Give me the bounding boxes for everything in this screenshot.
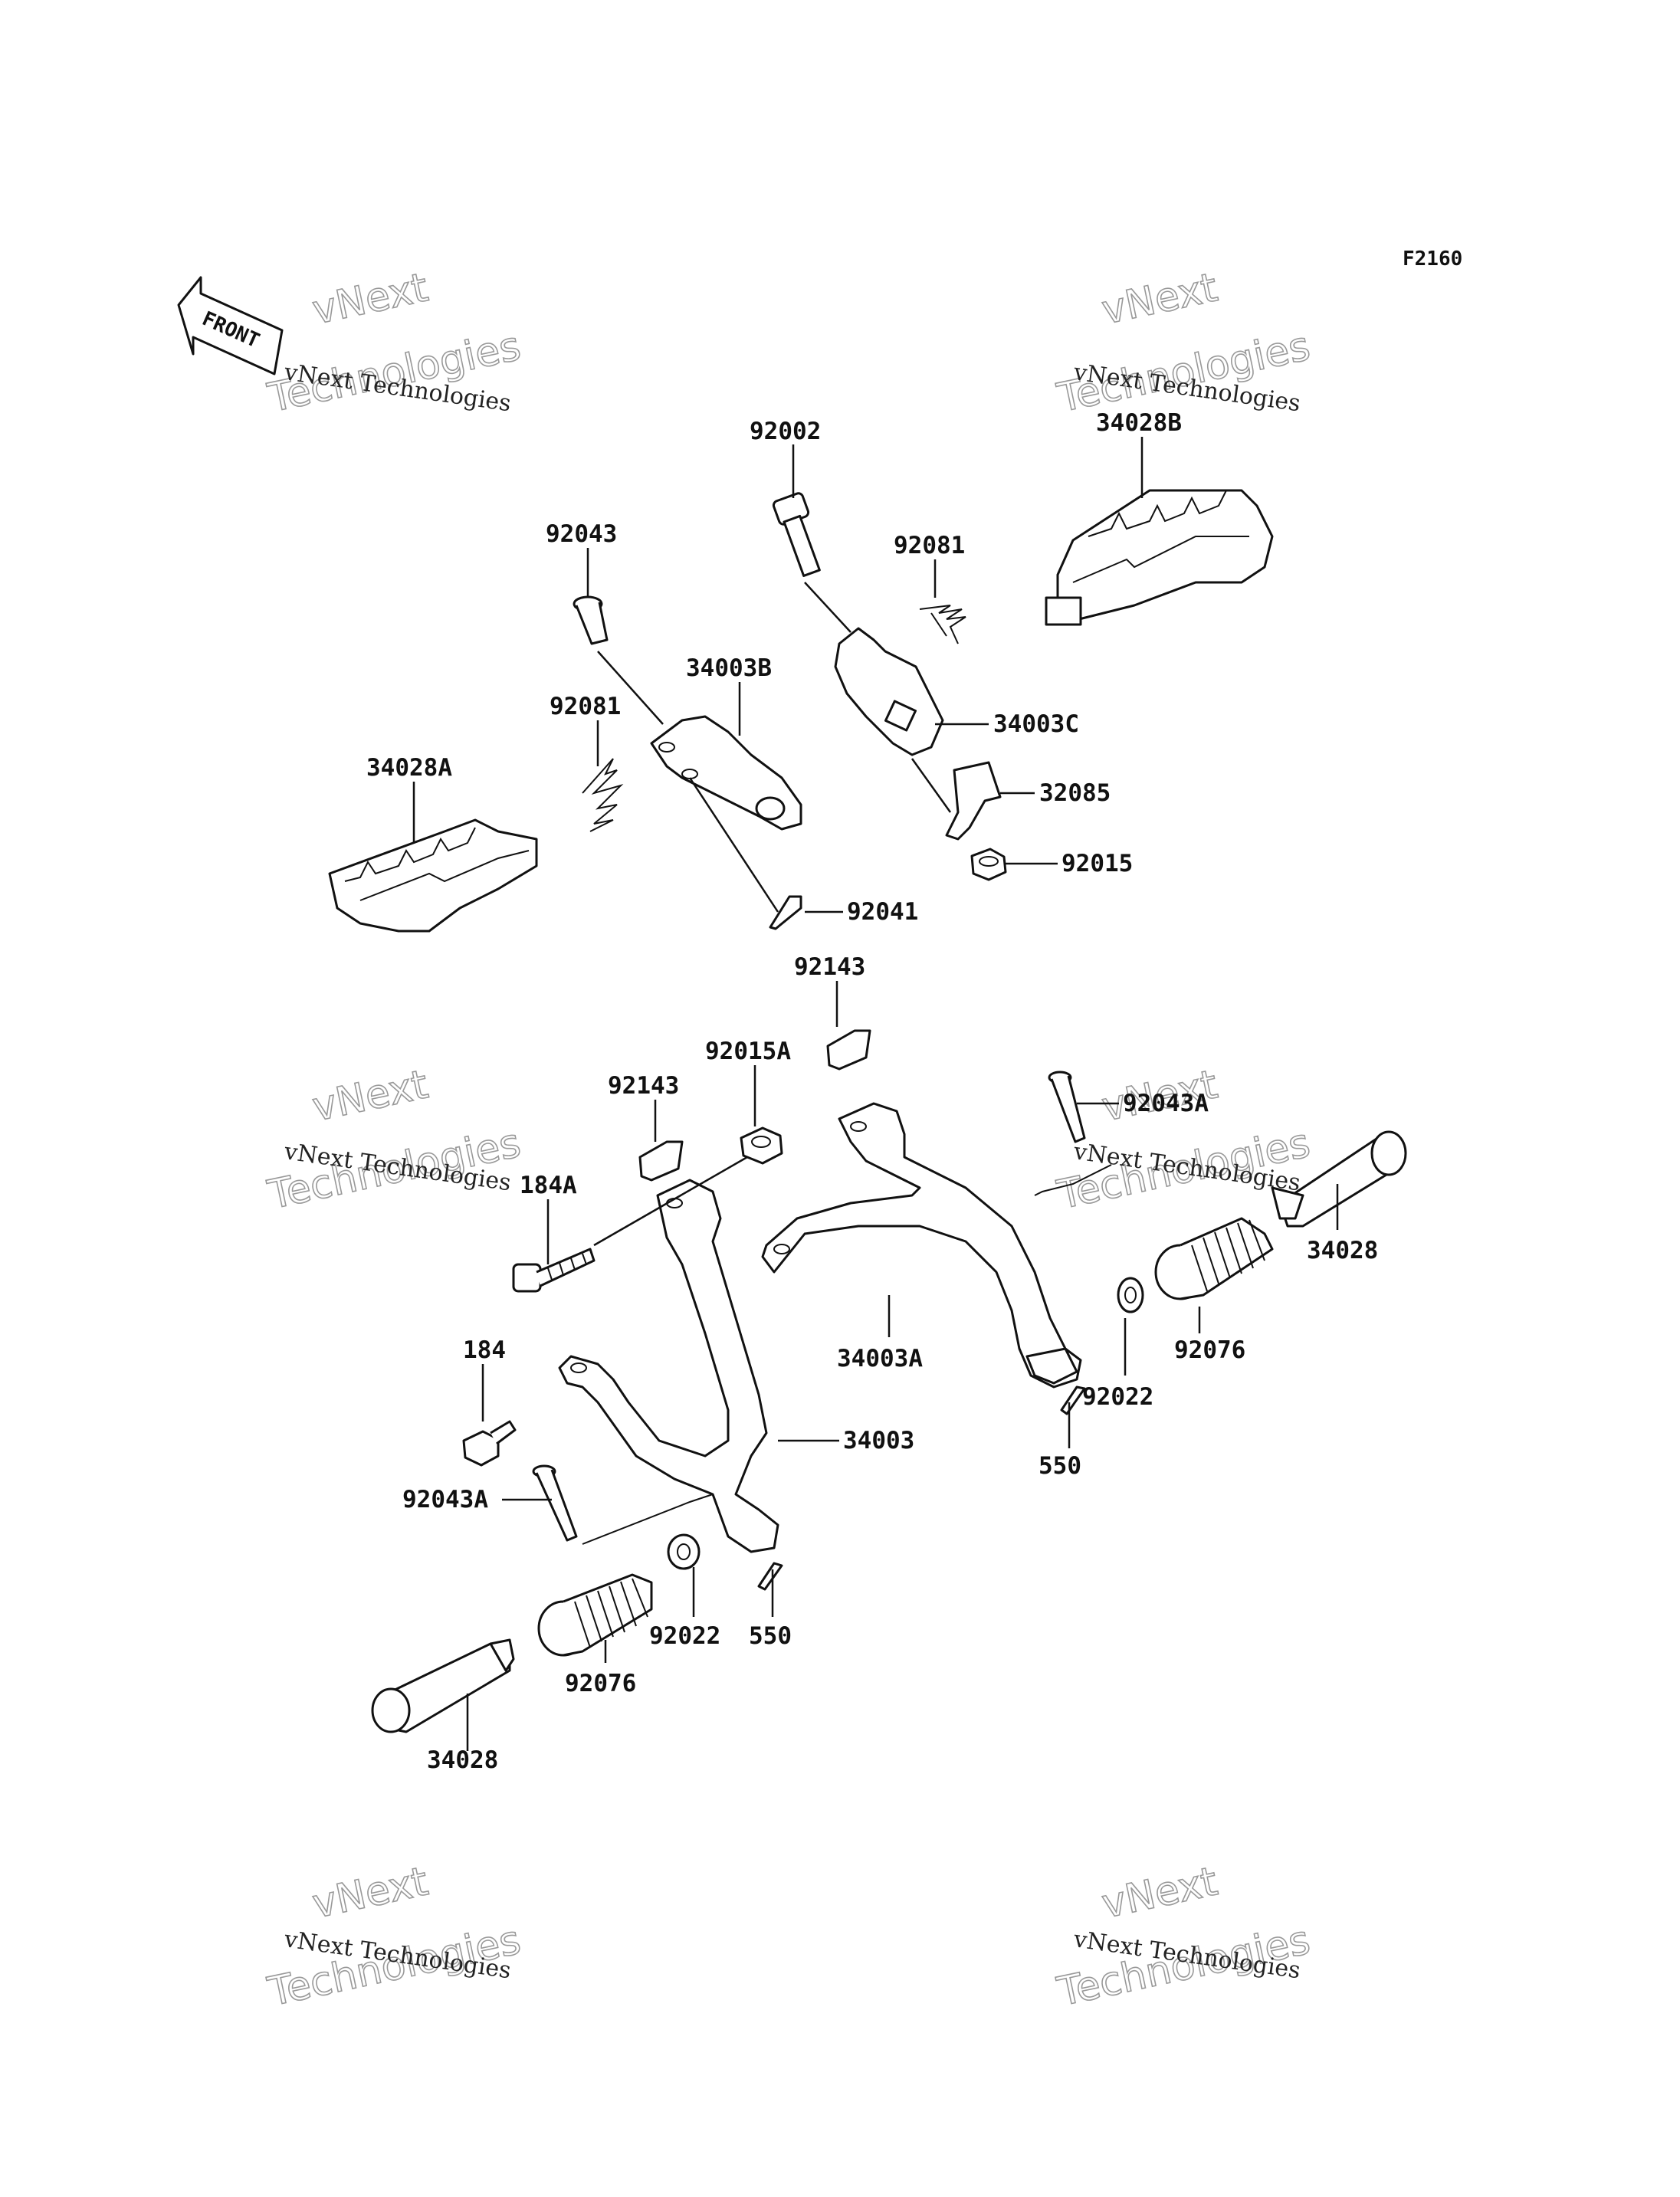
footpeg-pin-34028-right [1271,1130,1407,1228]
spring-92081-lower [582,758,624,832]
callout-34003: 34003 [843,1427,914,1454]
svg-text:vNext: vNext [309,1061,432,1130]
callout-92076-right: 92076 [1174,1336,1245,1364]
callout-92143-upper: 92143 [794,953,865,981]
cotter-pin-550-left [757,1562,783,1591]
bracket-34003b [650,715,802,831]
leader-lines [412,437,1339,1751]
diagram-code: F2160 [1403,248,1462,271]
clip-92143-upper [826,1029,871,1071]
callout-34028a: 34028A [366,754,452,782]
callout-92043: 92043 [546,520,617,548]
callout-92022-left: 92022 [649,1622,720,1650]
spring-92081-upper [919,605,966,644]
svg-text:vNext: vNext [1098,264,1222,333]
nut-92015 [970,848,1007,881]
callout-92043a-right: 92043A [1123,1090,1209,1117]
pin-92043a-right [1048,1071,1086,1143]
callout-92041: 92041 [847,898,918,926]
callout-34003b: 34003B [686,654,772,682]
callout-92015: 92015 [1061,850,1133,877]
callout-34003a: 34003A [837,1345,923,1372]
nut-92015a [740,1126,783,1165]
callout-92143-lower: 92143 [608,1072,679,1100]
footpeg-34028a [328,818,538,933]
callout-92081-upper: 92081 [894,532,965,559]
callout-34028-left: 34028 [427,1746,498,1774]
callout-92043a-left: 92043A [402,1486,488,1513]
callout-184: 184 [463,1336,506,1364]
bolt-184a [512,1248,596,1293]
pin-92043a-left [532,1464,578,1542]
cotter-pin-550-right [1060,1385,1086,1415]
callout-92076-left: 92076 [565,1670,636,1697]
callout-92002: 92002 [750,418,821,445]
bracket-34003c [834,627,944,756]
svg-text:vNext: vNext [309,1858,432,1927]
front-arrow-icon: FRONT [177,276,284,375]
callout-92015a: 92015A [705,1038,791,1065]
bolt-92002 [772,492,821,577]
washer-92022-right [1117,1277,1144,1313]
footpeg-rubber-92076-right [1154,1217,1274,1300]
callout-184a: 184A [520,1172,577,1199]
callout-92081-lower: 92081 [550,693,621,720]
footpeg-pin-34028-left [371,1638,515,1733]
clip-92143-lower [638,1140,684,1182]
bolt-184 [462,1420,517,1467]
washer-92022-left [667,1533,701,1570]
svg-text:vNext: vNext [1098,1858,1222,1927]
bracket-32085 [945,761,1002,841]
footpeg-34028b [1045,489,1274,626]
bracket-34003 [558,1179,779,1553]
callout-92022-right: 92022 [1082,1383,1153,1411]
footpeg-rubber-92076-left [537,1573,653,1657]
callout-550-left: 550 [749,1622,792,1650]
bracket-34003a [761,1102,1082,1389]
callout-34003c: 34003C [993,710,1079,738]
svg-text:vNext: vNext [309,264,432,333]
callout-550-right: 550 [1039,1452,1081,1480]
callout-32085: 32085 [1039,779,1111,807]
callout-34028-right: 34028 [1307,1237,1378,1264]
pin-92043 [573,595,609,645]
callout-34028b: 34028B [1096,409,1182,437]
cotter-pin-92041 [769,895,802,930]
